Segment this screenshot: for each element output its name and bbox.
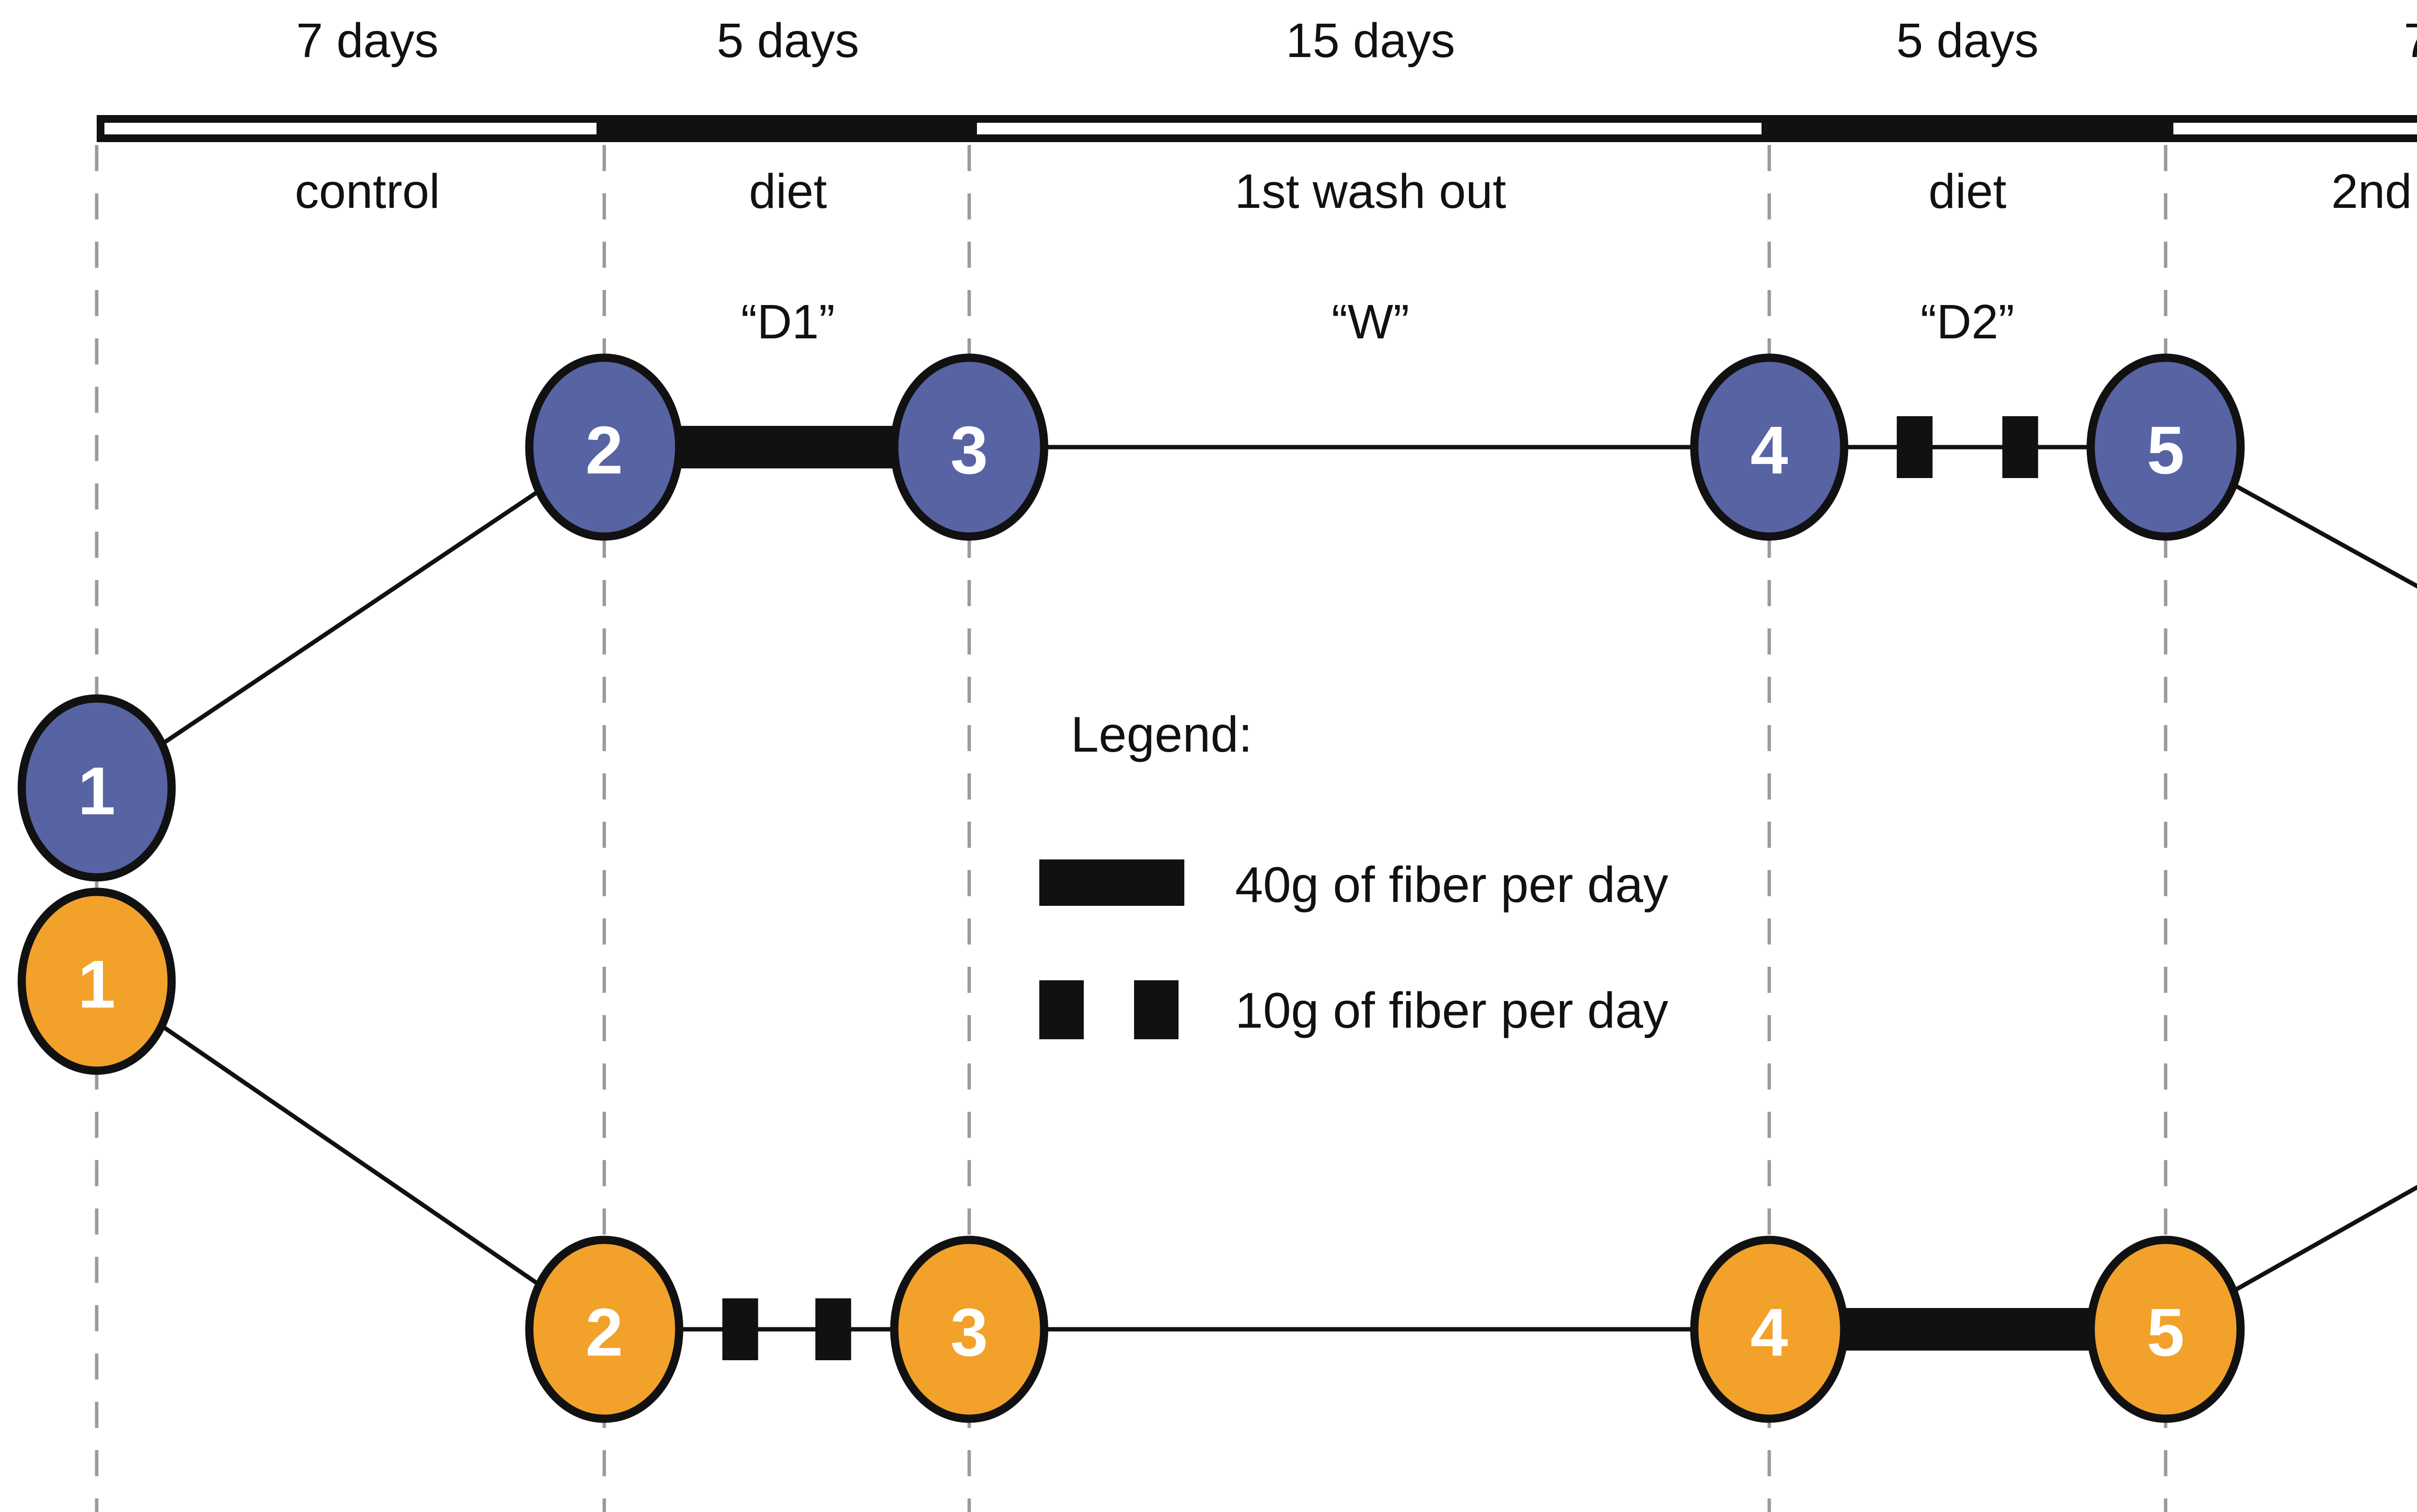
arm-links	[157, 416, 2417, 1360]
node-circle-b1[interactable]	[17, 887, 176, 1075]
link-40g-a-2-3	[670, 426, 903, 468]
legend-label-legend-40g: 40g of fiber per day	[1235, 857, 1668, 913]
legend-swatch-10g-block-2	[1134, 980, 1179, 1039]
legend-label-legend-10g: 10g of fiber per day	[1235, 983, 1668, 1039]
node-label-b1: 1	[78, 946, 116, 1022]
phase-label-seg-washout2: 2nd wash out	[2331, 164, 2417, 218]
period-code-code-w: “W”	[1332, 295, 1410, 349]
phase-label-seg-washout1: 1st wash out	[1235, 164, 1506, 218]
node-label-a2: 2	[585, 412, 623, 488]
visit-node-a3[interactable]: 3	[890, 353, 1048, 541]
node-circle-a1[interactable]	[17, 694, 176, 882]
node-label-a4: 4	[1750, 412, 1788, 488]
phase-label-seg-control: control	[295, 164, 440, 218]
duration-label-dur-diet1: 5 days	[717, 14, 859, 68]
visit-node-b4[interactable]: 4	[1690, 1236, 1849, 1423]
visit-node-b1[interactable]: 1	[17, 887, 176, 1075]
node-circle-b2[interactable]	[525, 1236, 684, 1423]
node-label-b4: 4	[1750, 1294, 1788, 1370]
node-circle-b5[interactable]	[2086, 1236, 2245, 1423]
timeline-segment-seg-control	[97, 115, 604, 142]
timeline-segment-seg-diet1	[604, 115, 969, 142]
node-circle-a4[interactable]	[1690, 353, 1849, 541]
phase-label-seg-diet1: diet	[749, 164, 827, 218]
node-label-a5: 5	[2147, 412, 2184, 488]
link-10g-block-b-2-3-1	[722, 1298, 758, 1360]
visit-node-a5[interactable]: 5	[2086, 353, 2245, 541]
duration-label-dur-diet2: 5 days	[1896, 14, 2039, 68]
link-10g-block-a-4-5-1	[1896, 416, 1933, 478]
visit-node-a2[interactable]: 2	[525, 353, 684, 541]
link-plain-b-5-6	[2228, 1185, 2417, 1295]
period-code-code-d1: “D1”	[741, 295, 835, 349]
link-10g-block-b-2-3-2	[815, 1298, 851, 1360]
node-circle-a2[interactable]	[525, 353, 684, 541]
node-label-b5: 5	[2147, 1294, 2184, 1370]
timeline-segment-seg-washout2	[2166, 115, 2417, 142]
link-plain-a-1-2	[157, 487, 544, 748]
legend: Legend: 40g of fiber per day 10g of fiber…	[1039, 707, 1668, 1039]
link-plain-b-1-2	[157, 1021, 544, 1289]
node-circle-b3[interactable]	[890, 1236, 1048, 1423]
node-label-a3: 3	[950, 412, 988, 488]
duration-labels: 7 days 5 days 15 days 5 days 7 days	[296, 14, 2417, 68]
node-label-b2: 2	[585, 1294, 623, 1370]
node-circle-a5[interactable]	[2086, 353, 2245, 541]
duration-label-dur-washout2: 7 days	[2404, 14, 2417, 68]
node-circle-b4[interactable]	[1690, 1236, 1849, 1423]
link-40g-b-4-5	[1835, 1308, 2099, 1351]
timepoint-guides	[95, 145, 2168, 1512]
period-code-labels: “D1” “W” “D2”	[741, 295, 2014, 349]
legend-title: Legend:	[1071, 707, 1252, 763]
node-circle-a3[interactable]	[890, 353, 1048, 541]
legend-swatch-40g	[1039, 859, 1184, 906]
period-code-code-d2: “D2”	[1921, 295, 2014, 349]
visit-nodes: 123456123456	[17, 353, 2245, 1423]
link-plain-a-5-6	[2229, 480, 2417, 589]
legend-swatch-10g-block-1	[1039, 980, 1084, 1039]
timeline-segment-seg-washout1	[969, 115, 1769, 142]
phase-label-seg-diet2: diet	[1928, 164, 2006, 218]
phase-labels: control diet 1st wash out diet 2nd wash out	[295, 164, 2417, 218]
visit-node-b5[interactable]: 5	[2086, 1236, 2245, 1423]
timeline-segment-seg-diet2	[1769, 115, 2166, 142]
visit-node-a1[interactable]: 1	[17, 694, 176, 882]
node-label-b3: 3	[950, 1294, 988, 1370]
duration-label-dur-control: 7 days	[296, 14, 439, 68]
visit-node-a4[interactable]: 4	[1690, 353, 1849, 541]
visit-node-b2[interactable]: 2	[525, 1236, 684, 1423]
duration-label-dur-washout1: 15 days	[1286, 14, 1455, 68]
node-label-a1: 1	[78, 753, 116, 829]
timeline-bar	[97, 115, 2417, 142]
visit-node-b3[interactable]: 3	[890, 1236, 1048, 1423]
link-10g-block-a-4-5-2	[2002, 416, 2038, 478]
